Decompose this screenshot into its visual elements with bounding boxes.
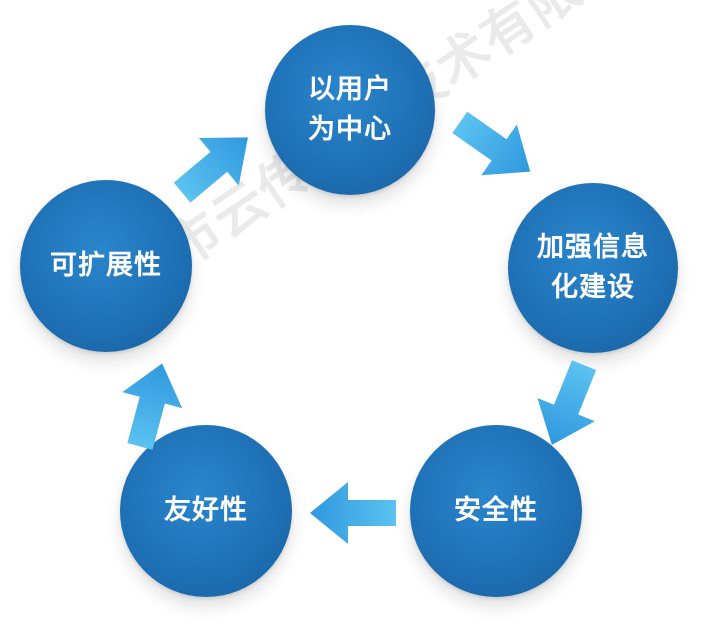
node-friendliness: 友好性 xyxy=(120,425,292,597)
arrow-right-icon xyxy=(452,111,531,176)
node-informatization: 加强信息 化建设 xyxy=(508,183,678,353)
node-friendliness-label: 友好性 xyxy=(164,495,248,526)
node-user-centered: 以用户 为中心 xyxy=(265,25,435,195)
node-user-centered-label: 以用户 为中心 xyxy=(308,74,392,145)
arrow-left-icon xyxy=(310,482,396,544)
node-scalability: 可扩展性 xyxy=(20,180,192,352)
arrow-up-icon xyxy=(122,363,183,450)
arrow-up-right-icon xyxy=(173,137,248,203)
node-scalability-label: 可扩展性 xyxy=(50,250,162,281)
node-security: 安全性 xyxy=(410,425,582,597)
node-informatization-label: 加强信息 化建设 xyxy=(537,232,649,303)
node-security-label: 安全性 xyxy=(454,495,538,526)
arrow-down-icon xyxy=(537,360,597,445)
